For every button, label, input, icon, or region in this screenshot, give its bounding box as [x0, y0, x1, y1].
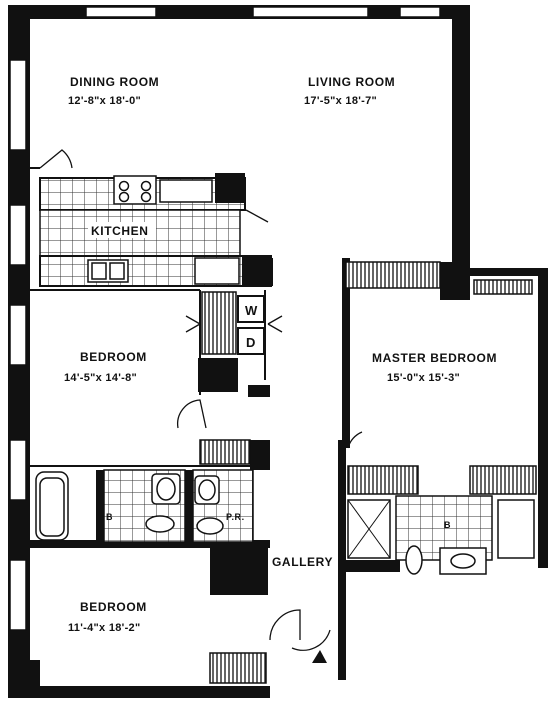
- door-swings: [39, 149, 363, 651]
- room-labels: DINING ROOM 12'-8"x 18'-0" LIVING ROOM 1…: [64, 75, 497, 634]
- entry-marker-icon: [312, 650, 327, 663]
- bedroom-2-name: BEDROOM: [80, 600, 147, 614]
- bedroom-name: BEDROOM: [80, 350, 147, 364]
- washer: W: [237, 295, 265, 323]
- dining-room-dimensions: 12'-8"x 18'-0": [68, 95, 141, 107]
- living-room-dimensions: 17'-5"x 18'-7": [304, 95, 377, 107]
- kitchen: [39, 173, 272, 287]
- bath-left-label: B: [106, 512, 113, 522]
- washer-label: W: [245, 303, 258, 318]
- dryer-label: D: [246, 335, 256, 350]
- master-bedroom-name: MASTER BEDROOM: [372, 351, 497, 365]
- gallery-name: GALLERY: [272, 555, 333, 569]
- powder-room-label: P.R.: [226, 512, 245, 522]
- stove-icon: [113, 175, 157, 205]
- dryer: D: [237, 327, 265, 355]
- bathroom-left: B: [35, 469, 186, 543]
- bedroom-2-dimensions: 11'-4"x 18'-2": [68, 622, 140, 634]
- bathroom-master: B: [199, 439, 537, 684]
- powder-room: P.R.: [192, 469, 254, 543]
- living-room-name: LIVING ROOM: [308, 75, 395, 89]
- master-bedroom-dimensions: 15'-0"x 15'-3": [387, 372, 460, 384]
- bath-master-label: B: [444, 520, 451, 530]
- dining-room-name: DINING ROOM: [70, 75, 159, 89]
- exterior-walls: [8, 5, 548, 698]
- bedroom-dimensions: 14'-5"x 14'-8": [64, 372, 137, 384]
- kitchen-name: KITCHEN: [91, 224, 149, 238]
- interior-walls: W D: [30, 167, 273, 595]
- sink-icon: [87, 259, 129, 283]
